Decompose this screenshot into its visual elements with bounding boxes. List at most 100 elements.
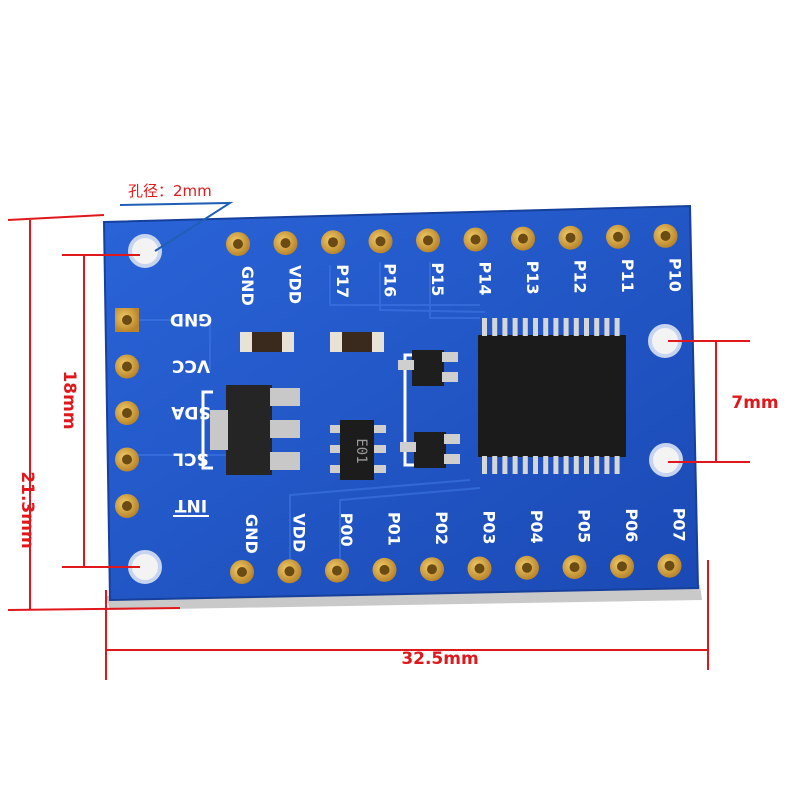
hole-diameter-label: 孔径：2mm xyxy=(128,182,212,200)
ic-pin xyxy=(543,456,549,474)
ic-pin xyxy=(594,318,600,336)
smd-resistor xyxy=(330,332,384,352)
top-pin-label: P14 xyxy=(476,262,495,296)
ic-pin xyxy=(553,318,559,336)
pad-hole xyxy=(328,237,338,248)
pad-hole xyxy=(122,501,132,511)
top-pin-label: P11 xyxy=(618,259,637,293)
left-pin-labels: GND VCC SDA SCL INT xyxy=(170,309,212,517)
ic-pin xyxy=(584,456,589,474)
left-header-pads xyxy=(115,308,139,518)
ic-pin xyxy=(482,318,487,336)
pad-hole xyxy=(470,234,481,245)
top-pin-labels: GND VDD P17 P16 P15 P14 P13 P12 P11 P10 xyxy=(238,258,685,306)
ic-pin xyxy=(604,456,610,474)
bottom-pin-label: P05 xyxy=(575,509,594,543)
pad-hole xyxy=(122,408,132,418)
height-total-label: 21.3mm xyxy=(17,471,37,548)
ic-pin xyxy=(522,456,528,474)
height-holes-label: 18mm xyxy=(59,370,79,429)
bottom-pin-label: P07 xyxy=(670,508,689,542)
mounting-holes xyxy=(128,234,683,584)
pad-hole xyxy=(474,563,485,574)
top-pin-label: P10 xyxy=(666,258,685,292)
silk-brackets xyxy=(201,353,414,470)
expander-ic xyxy=(478,318,626,474)
ic-pin xyxy=(482,456,487,474)
ic-pin xyxy=(533,456,538,474)
pad-hole xyxy=(237,567,247,577)
top-pin-label: P12 xyxy=(571,260,590,294)
pad-hole xyxy=(664,560,675,571)
pad-hole xyxy=(122,361,132,372)
left-pin-label: SDA xyxy=(170,402,210,422)
pad-hole xyxy=(569,562,580,573)
ic-pin xyxy=(492,456,498,474)
smd-transistor xyxy=(398,350,458,386)
pad-hole xyxy=(565,232,576,243)
ic-pin xyxy=(563,318,569,336)
ic-pin xyxy=(614,318,620,336)
top-pin-label: VDD xyxy=(286,265,305,304)
bottom-pin-label: P02 xyxy=(432,511,451,545)
pad-hole xyxy=(379,564,390,575)
ic-pin xyxy=(553,456,559,474)
pad-hole xyxy=(332,565,342,576)
pad-hole xyxy=(122,315,132,325)
pad-hole xyxy=(284,566,295,577)
bottom-pin-label: P01 xyxy=(384,512,403,546)
ic-pin xyxy=(543,318,549,336)
ic-pin xyxy=(604,318,610,336)
pad-hole xyxy=(613,231,623,242)
hole-spacing-label: 7mm xyxy=(731,393,778,413)
ic-pin xyxy=(522,318,528,336)
pad-hole xyxy=(423,235,433,246)
top-pin-label: P17 xyxy=(333,264,352,298)
pad-hole xyxy=(660,230,671,241)
ic-pin xyxy=(502,456,508,474)
small-ic: E01 xyxy=(330,420,386,480)
pad-hole xyxy=(122,454,132,465)
top-pin-label: P15 xyxy=(428,262,447,296)
ic-pin xyxy=(584,318,589,336)
top-pin-label: GND xyxy=(238,266,257,306)
ic-pin xyxy=(512,318,518,336)
pad-hole xyxy=(375,236,386,247)
ic-pin xyxy=(594,456,600,474)
pad-hole xyxy=(280,238,291,249)
left-pin-label: GND xyxy=(170,309,212,329)
width-total-label: 32.5mm xyxy=(401,649,478,669)
bottom-pin-labels: GND VDD P00 P01 P02 P03 P04 P05 P06 P07 xyxy=(242,508,689,554)
pcb-board xyxy=(102,204,700,602)
left-pin-label: SCL xyxy=(173,449,209,469)
bottom-pin-label: VDD xyxy=(290,513,309,552)
ic-pin xyxy=(502,318,508,336)
ic-pin xyxy=(492,318,498,336)
smd-transistor xyxy=(400,432,460,468)
pad-hole xyxy=(233,239,243,249)
pad-hole xyxy=(427,564,437,575)
bottom-pin-label: GND xyxy=(242,514,261,554)
bottom-header-pads xyxy=(230,553,682,584)
dimension-lines xyxy=(7,214,750,680)
bottom-pin-label: P06 xyxy=(622,508,641,542)
ic-pin xyxy=(614,456,620,474)
ic-marking: E01 xyxy=(353,438,369,463)
left-pin-label: INT xyxy=(175,495,208,515)
bottom-pin-label: P03 xyxy=(480,511,499,545)
ic-pin xyxy=(512,456,518,474)
pcb-traces xyxy=(130,262,486,570)
voltage-regulator xyxy=(210,385,300,475)
top-pin-label: P13 xyxy=(523,261,542,295)
pad-hole xyxy=(518,233,528,244)
top-header-pads xyxy=(226,223,678,256)
ic-pin xyxy=(573,318,579,336)
top-pin-label: P16 xyxy=(381,263,400,297)
ic-pin xyxy=(563,456,569,474)
hole-callout xyxy=(119,201,234,252)
bottom-pin-label: P04 xyxy=(527,510,546,544)
left-pin-label: VCC xyxy=(172,356,210,376)
smd-resistor xyxy=(240,332,294,352)
bottom-pin-label: P00 xyxy=(337,513,356,547)
